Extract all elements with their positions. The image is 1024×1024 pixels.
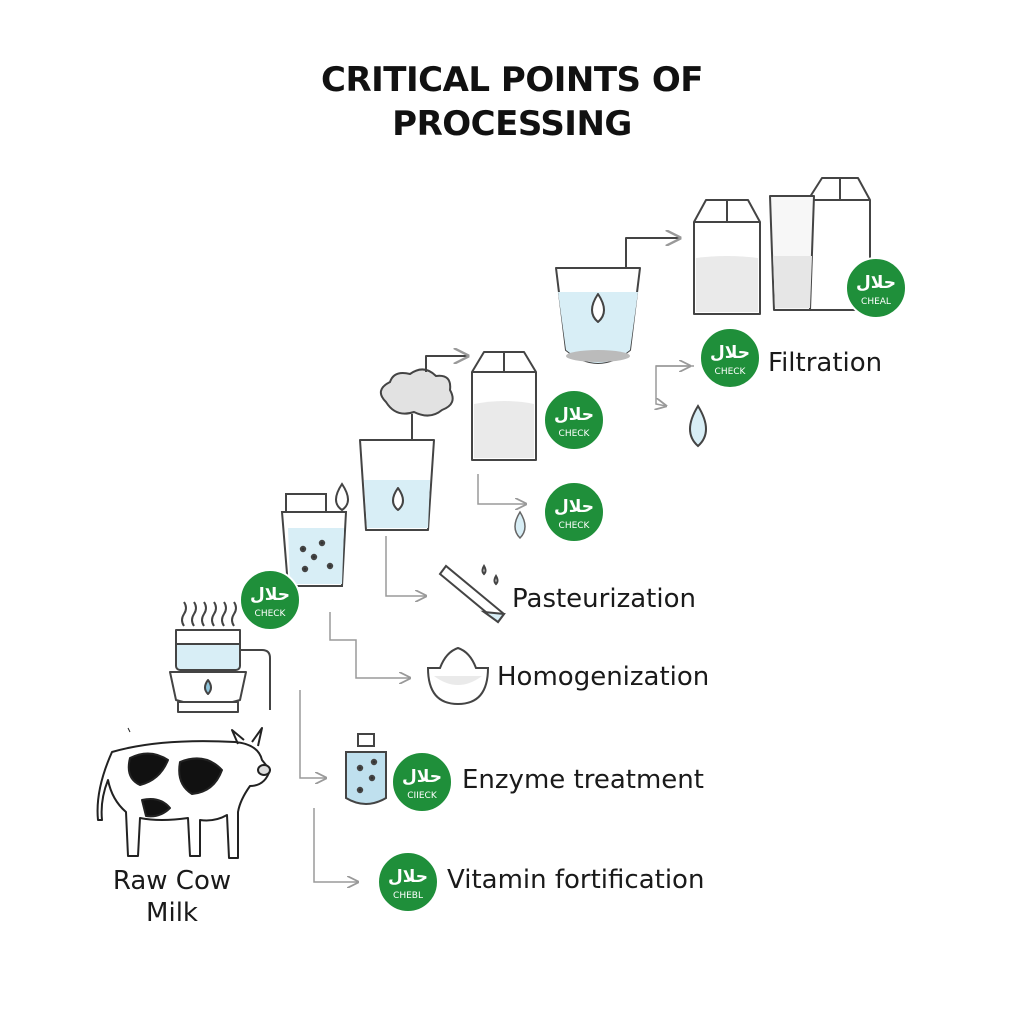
label-pasteurization: Pasteurization	[512, 584, 696, 614]
glass-with-particles-icon	[280, 482, 349, 587]
label-filtration: Filtration	[768, 348, 883, 378]
svg-text:CHEBL: CHEBL	[393, 891, 423, 901]
process-connectors	[299, 366, 694, 882]
halal-check-badge: حلال CHECK	[543, 389, 605, 451]
label-raw-cow-milk-line1: Raw Cow	[112, 866, 232, 896]
diagram-title-line1: CRITICAL POINTS OF	[321, 60, 703, 100]
svg-text:حلال: حلال	[250, 585, 290, 605]
halal-chebl-badge: حلال CHEBL	[377, 851, 439, 913]
svg-text:CIIECK: CIIECK	[407, 791, 438, 801]
halal-check-badge: حلال CHECK	[239, 569, 301, 631]
svg-text:CHECK: CHECK	[559, 429, 591, 439]
heater-machine-icon	[169, 601, 271, 713]
svg-text:حلال: حلال	[388, 867, 428, 887]
svg-text:حلال: حلال	[554, 497, 594, 517]
halal-ciieck-badge: حلال CIIECK	[391, 751, 453, 813]
halal-cheal-badge: حلال CHEAL	[845, 257, 907, 319]
label-enzyme-treatment: Enzyme treatment	[462, 765, 704, 795]
svg-text:حلال: حلال	[710, 343, 750, 363]
svg-text:CHEAL: CHEAL	[861, 297, 891, 307]
enzyme-bottle-icon	[345, 733, 387, 805]
thermometer-tube-icon	[438, 564, 506, 624]
filter-funnel-icon	[555, 238, 680, 364]
label-raw-cow-milk-line2: Milk	[146, 898, 198, 928]
beaker-steam-icon	[359, 356, 468, 531]
svg-text:CHECK: CHECK	[255, 609, 287, 619]
halal-check-badge: حلال CHECK	[699, 327, 761, 389]
milk-carton-icon	[471, 351, 537, 461]
diagram-title-line2: PROCESSING	[392, 104, 632, 144]
homogenizer-icon	[426, 646, 490, 706]
svg-text:حلال: حلال	[402, 767, 442, 787]
svg-text:حلال: حلال	[554, 405, 594, 425]
svg-text:حلال: حلال	[856, 273, 896, 293]
svg-text:CHECK: CHECK	[559, 521, 591, 531]
small-drop-icon	[514, 510, 526, 540]
halal-check-badge: حلال CHECK	[543, 481, 605, 543]
milk-drop-icon	[689, 404, 707, 448]
label-homogenization: Homogenization	[497, 662, 710, 692]
milk-carton-large-icon	[693, 199, 761, 315]
svg-text:CHECK: CHECK	[715, 367, 747, 377]
cow-icon	[96, 727, 271, 859]
label-vitamin-fortification: Vitamin fortification	[447, 865, 705, 895]
